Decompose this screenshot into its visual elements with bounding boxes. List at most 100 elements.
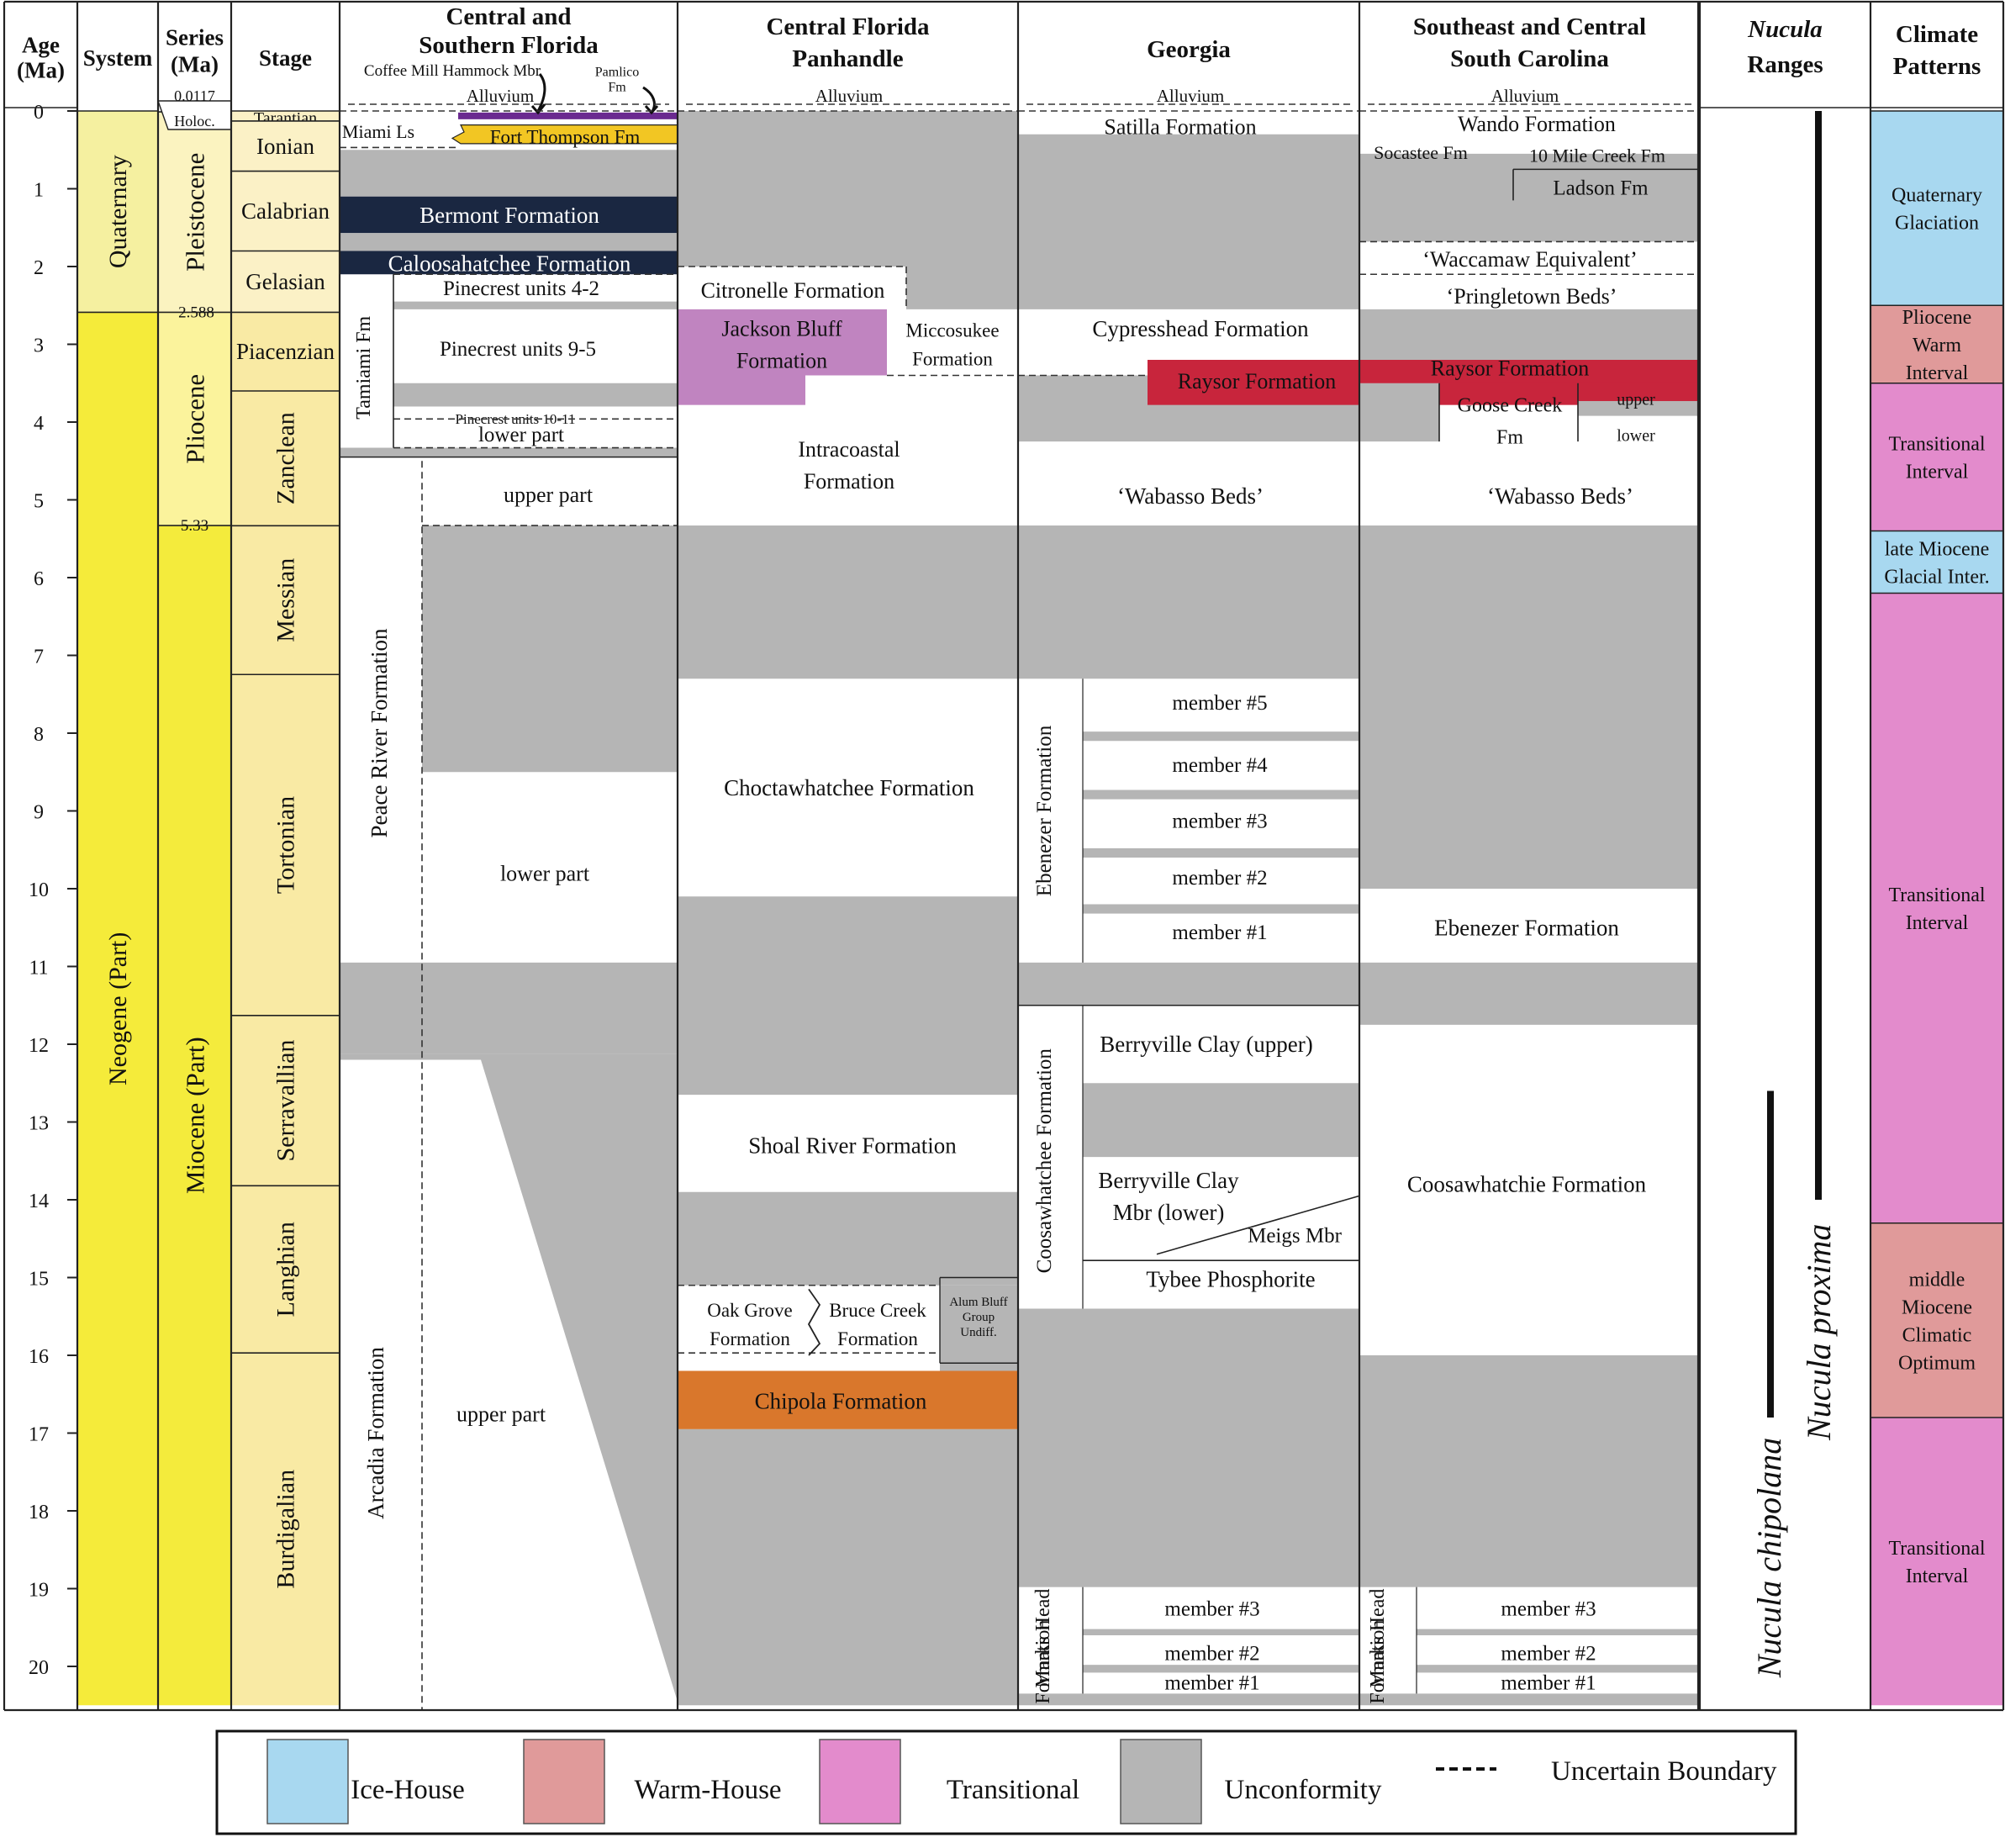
climate-band-6 (1870, 1222, 2003, 1418)
stage-label-6: Zanclean (272, 412, 300, 504)
climate-label-5-line-2: Interval (1906, 912, 1969, 934)
wando-label: Wando Formation (1458, 112, 1616, 136)
csf-unconformity-7 (340, 962, 678, 1054)
csf-unconformity-6 (422, 525, 678, 773)
cfp-unconformity-2 (906, 267, 1018, 309)
age-tick-label: 20 (29, 1657, 49, 1679)
cfp-unconformity-6 (940, 1285, 1018, 1371)
header-south-carolina-line-2: South Carolina (1450, 45, 1609, 72)
ga-member-gap-3 (1083, 847, 1359, 858)
age-tick-label: 3 (34, 335, 44, 357)
ga-ebenezer-label: Ebenezer Formation (1033, 725, 1056, 896)
ga-member-gap-4 (1083, 904, 1359, 914)
raysor-formation-sc (1359, 360, 1700, 383)
raysor-sc-label: Raysor Formation (1431, 356, 1590, 380)
goose-creek-lower-label: lower (1617, 427, 1655, 446)
alum-bluff-label-line-3: Undiff. (960, 1326, 996, 1339)
goose-creek-label-line-2: Fm (1496, 427, 1523, 449)
legend-label-unconf: Unconformity (1225, 1775, 1382, 1805)
pinecrest-4-2-label: Pinecrest units 4-2 (443, 277, 599, 300)
csf-unconformity-wedge (340, 1053, 678, 1702)
pinecrest-9-5-label: Pinecrest units 9-5 (440, 338, 596, 361)
tybee-label: Tybee Phosphorite (1146, 1266, 1315, 1291)
age-tick-label: 4 (34, 413, 44, 435)
meigs-contact (1156, 1195, 1360, 1255)
stage-band-10 (231, 1185, 340, 1354)
sc-marks-head-label-line-1: Marks Head (1367, 1589, 1389, 1688)
caloosahatchee-label: Caloosahatchee Formation (388, 251, 631, 276)
caloosahatchee-formation (340, 251, 678, 275)
series-label-1: Holoc. (174, 113, 215, 129)
header-age-line-2: (Ma) (17, 57, 65, 82)
stage-label-8: Tortonian (272, 796, 300, 894)
ga-marks-head-label-line-1: Marks Head (1032, 1589, 1054, 1688)
intracoastal-label-line-2: Formation (804, 469, 894, 494)
climate-band-3 (1870, 383, 2003, 531)
stage-band-11 (231, 1353, 340, 1706)
sc-unconformity-3 (1359, 383, 1439, 442)
cfp-unconformity-5 (678, 1191, 1018, 1286)
bruce-creek-label-line-1: Bruce Creek (829, 1300, 926, 1321)
ga-marks-head-label-line-2: Formation (1032, 1620, 1054, 1704)
age-tick-label: 16 (29, 1346, 49, 1368)
sc-unconformity-7 (1359, 1355, 1700, 1587)
fort-thompson-label: Fort Thompson Fm (490, 127, 641, 148)
system-band-2 (77, 312, 158, 1706)
climate-label-1-line-1: Quaternary (1892, 185, 1982, 207)
legend-swatch-trans (819, 1739, 901, 1824)
sc-mh-gap-1 (1417, 1629, 1700, 1635)
wabasso-sc-label: ‘Wabasso Beds’ (1487, 483, 1633, 509)
jackson-bluff-formation-lower (678, 375, 805, 405)
age-tick-label: 12 (29, 1035, 49, 1057)
cfp-unconformity-4 (678, 896, 1018, 1096)
sc-marks-head-member-3: member #3 (1501, 1598, 1596, 1621)
stage-label-5: Piacenzian (236, 339, 335, 364)
ga-member-gap-2 (1083, 789, 1359, 800)
age-tick-label: 18 (29, 1502, 49, 1523)
header-central-southern-florida-line-2: Southern Florida (419, 32, 599, 59)
age-tick-label: 0 (34, 102, 44, 124)
header-nucula: Nucula (1747, 16, 1823, 43)
ga-ebenezer-member-3: member #3 (1172, 810, 1267, 833)
tamiami-lower-part-label: lower part (478, 424, 564, 446)
shoal-river-label: Shoal River Formation (748, 1133, 957, 1158)
goose-creek-upper-label: upper (1617, 390, 1655, 409)
series-band-3 (158, 312, 231, 526)
climate-band-7 (1870, 1418, 2003, 1706)
cypresshead-label: Cypresshead Formation (1092, 316, 1309, 341)
ga-unconformity-1 (1018, 134, 1359, 309)
series-band-2 (158, 112, 231, 313)
coosawhatchee-ga-label: Coosawhatchee Formation (1033, 1048, 1056, 1274)
climate-label-5-line-1: Transitional (1888, 884, 1985, 906)
stage-band-2 (231, 120, 340, 172)
cfp-alluvium-label: Alluvium (815, 86, 884, 106)
climate-label-4-line-2: Glacial Inter. (1884, 566, 1989, 588)
age-tick-label: 1 (34, 180, 44, 202)
pamlico-label-line-1: Pamlico (595, 66, 639, 80)
ga-ebenezer-member-4: member #4 (1172, 754, 1268, 777)
header-system: System (83, 45, 153, 71)
header-georgia: Georgia (1147, 36, 1231, 63)
legend-label-trans: Transitional (947, 1775, 1079, 1805)
ga-marks-head-member-2: member #2 (1164, 1642, 1259, 1665)
series-label-3: Pliocene (181, 374, 210, 464)
sc-mh-gap-2 (1417, 1665, 1700, 1673)
header-central-southern-florida-line-1: Central and (446, 3, 571, 30)
ga-ebenezer-member-1: member #1 (1172, 921, 1267, 944)
wabasso-ga-label: ‘Wabasso Beds’ (1117, 483, 1264, 509)
sc-unconformity-8 (1359, 1693, 1700, 1706)
age-tick-label: 15 (29, 1269, 49, 1291)
jackson-bluff-label-line-1: Jackson Bluff (721, 317, 842, 341)
pamlico-formation (458, 112, 678, 119)
stage-label-11: Burdigalian (272, 1470, 300, 1589)
series-label-2: Pleistocene (181, 153, 210, 272)
stage-label-4: Gelasian (245, 269, 325, 294)
stage-label-2: Ionian (256, 134, 314, 159)
cfp-unconformity-3 (678, 525, 1018, 679)
ten-mile-creek-label: 10 Mile Creek Fm (1529, 145, 1665, 166)
ga-unconformity-6 (1018, 1308, 1359, 1587)
stage-band-3 (231, 171, 340, 251)
header-series-line-1: Series (166, 24, 224, 50)
climate-label-6-line-4: Optimum (1898, 1352, 1976, 1374)
socastee-label: Socastee Fm (1374, 142, 1468, 163)
